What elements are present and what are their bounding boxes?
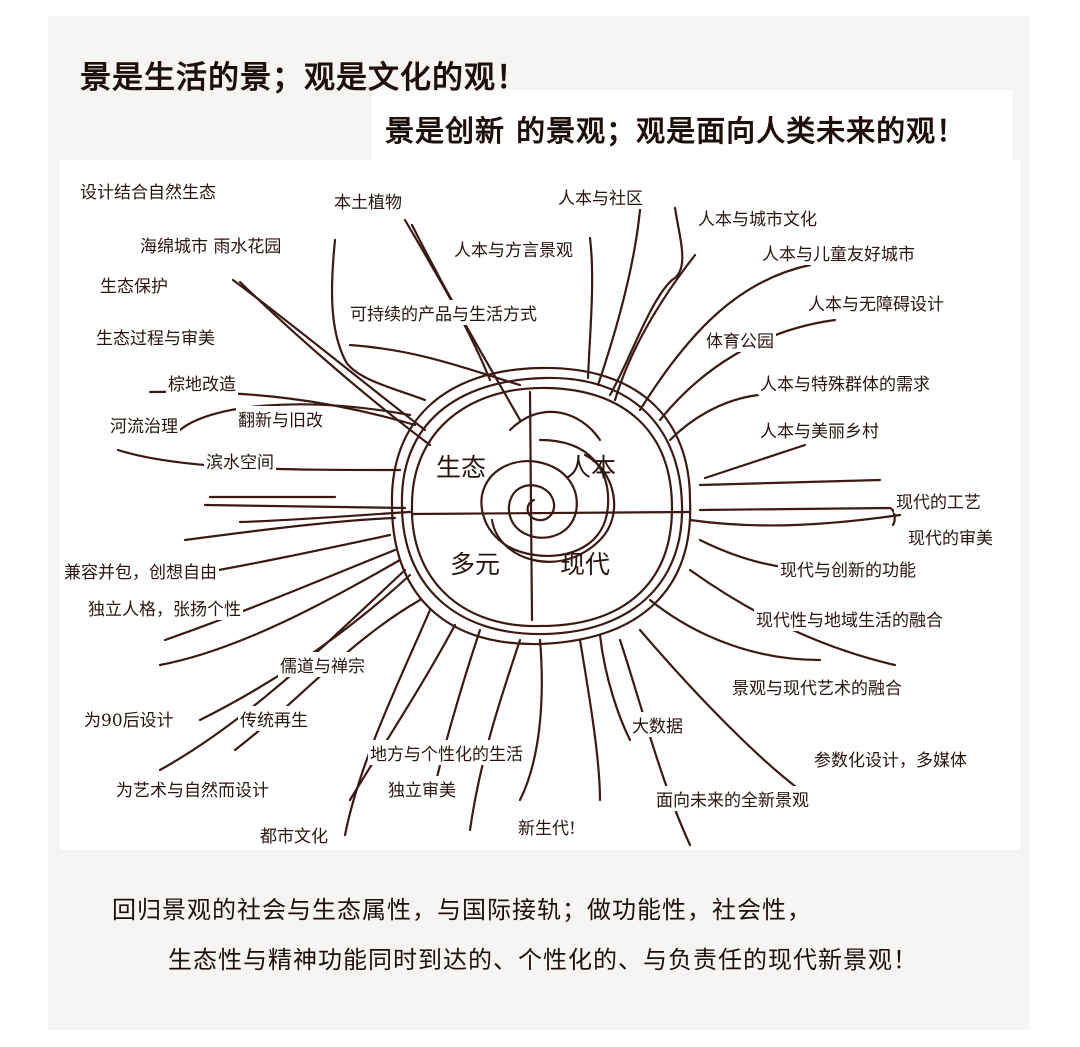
header-line-1: 景是生活的景；观是文化的观！ (80, 60, 528, 96)
center-spiral (480, 438, 610, 557)
label: 传统再生 (238, 706, 310, 731)
label: 人本与美丽乡村 (758, 417, 881, 442)
label: 棕地改造 (166, 370, 238, 395)
label: 面向未来的全新景观 (654, 786, 811, 811)
label: 兼容并包，创想自由 (62, 558, 219, 583)
center-diversity: 多元 (450, 550, 501, 579)
outer-circle-2 (400, 376, 684, 636)
outer-circle-1 (390, 366, 692, 646)
label: 滨水空间 (204, 448, 276, 473)
label: 设计结合自然生态 (78, 178, 218, 203)
label: 独立审美 (386, 776, 458, 801)
outer-circle-3 (410, 386, 674, 628)
label: 人本与特殊群体的需求 (758, 370, 932, 395)
label: 人本与城市文化 (696, 205, 819, 230)
footer-line-2: 生态性与精神功能同时到达的、个性化的、与负责任的现代新景观！ (168, 946, 918, 974)
label: 独立人格，张扬个性 (86, 595, 243, 620)
label: 翻新与旧改 (236, 406, 325, 431)
center-ecology: 生态 (436, 453, 487, 482)
label: 现代性与地域生活的融合 (754, 606, 945, 631)
header-line-2: 景是创新 的景观；观是面向人类未来的观！ (385, 114, 967, 148)
label: 参数化设计，多媒体 (812, 746, 969, 771)
label: 为90后设计 (82, 706, 176, 731)
label: 可持续的产品与生活方式 (348, 300, 539, 325)
label: 现代的工艺 (894, 488, 983, 513)
footer-line-1: 回归景观的社会与生态属性，与国际接轨；做功能性，社会性， (112, 896, 812, 924)
label: 生态过程与审美 (94, 324, 217, 349)
label: 新生代! (516, 814, 578, 839)
cross-vertical (528, 390, 534, 622)
label: 海绵城市 雨水花园 (138, 232, 284, 257)
center-humanism: 人本 (566, 453, 617, 482)
center-modernity: 现代 (560, 550, 611, 579)
label: 都市文化 (258, 822, 330, 847)
center-spiral-2 (490, 453, 616, 563)
label: 本土植物 (332, 188, 404, 213)
label: 景观与现代艺术的融合 (730, 674, 904, 699)
label: 为艺术与自然而设计 (114, 776, 271, 801)
label: 现代与创新的功能 (778, 556, 918, 581)
label: 人本与社区 (556, 184, 645, 209)
label: 大数据 (630, 712, 685, 737)
label: 生态保护 (98, 272, 170, 297)
label: 人本与儿童友好城市 (760, 240, 917, 265)
label: 地方与个性化的生活 (368, 740, 525, 765)
header-band (372, 90, 1012, 162)
center-loop (508, 410, 602, 442)
label: 河流治理 (108, 412, 180, 437)
label: 现代的审美 (906, 524, 995, 549)
label: 人本与方言景观 (452, 236, 575, 261)
label: 儒道与禅宗 (278, 652, 367, 677)
label: 体育公园 (704, 327, 776, 352)
label: 人本与无障碍设计 (806, 290, 946, 315)
